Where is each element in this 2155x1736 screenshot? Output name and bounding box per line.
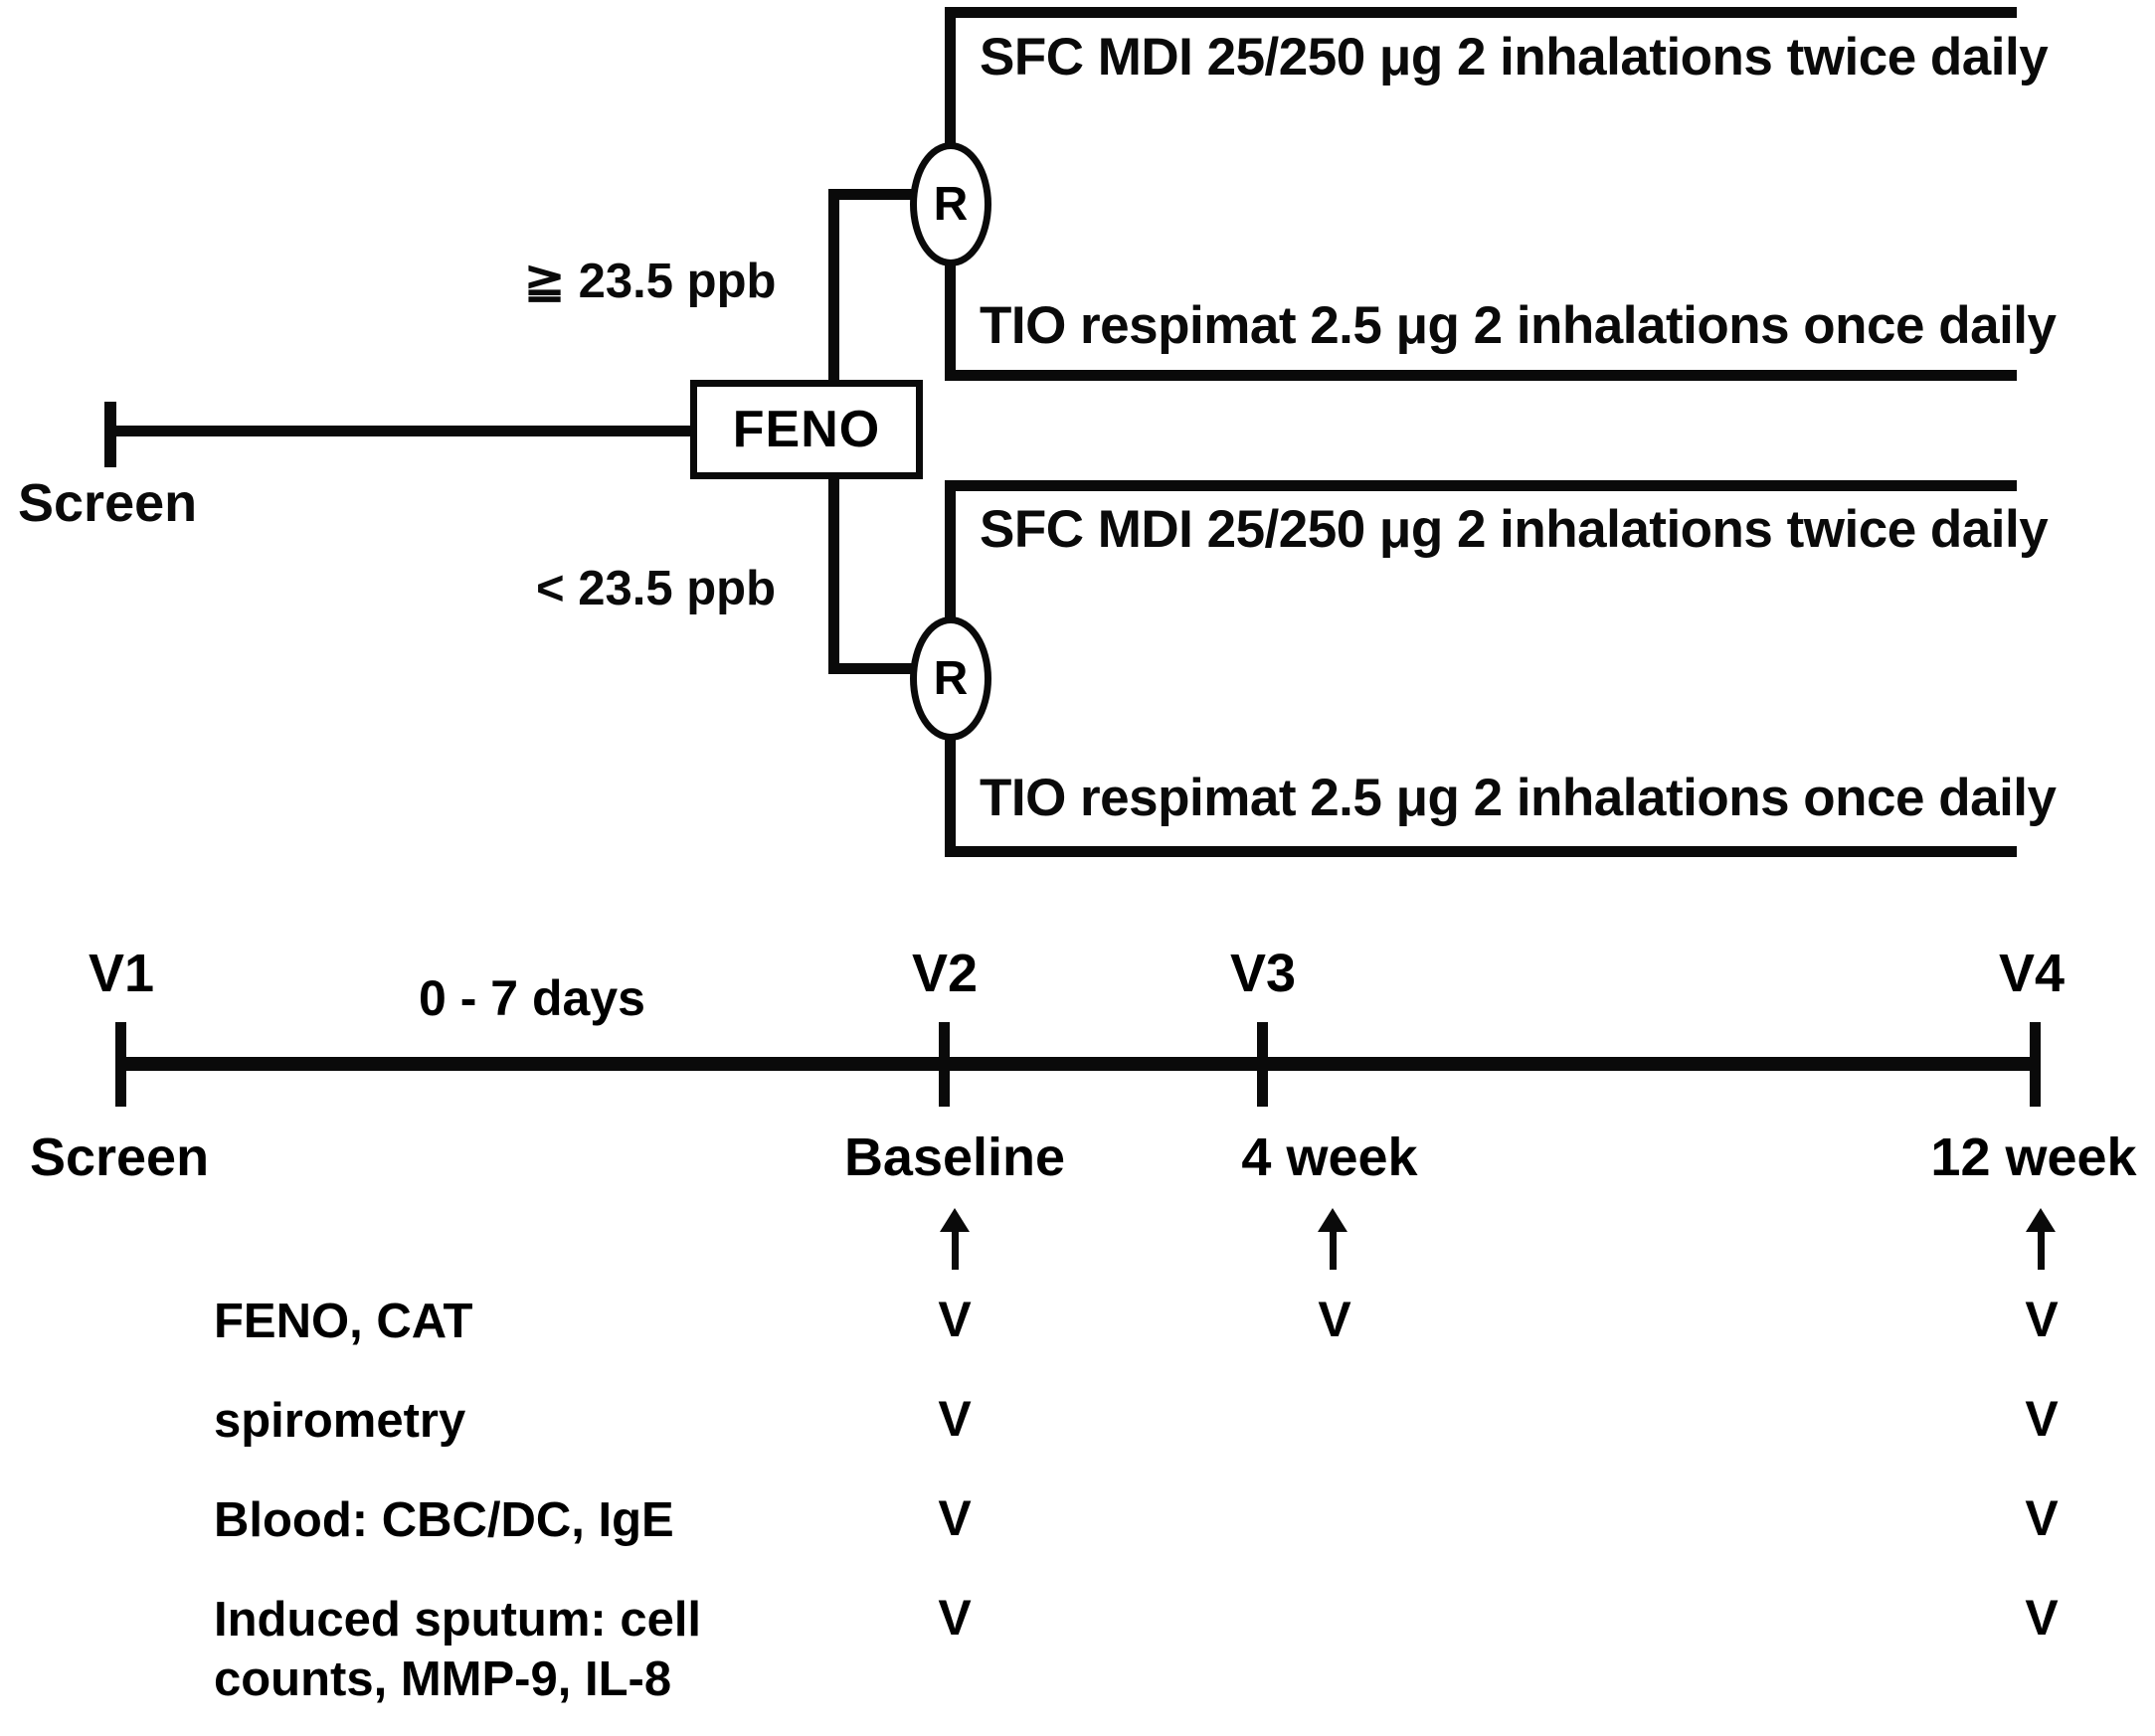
flow-low-arm2-horizontal — [945, 846, 2017, 857]
assessment-check-feno-cat-v4: V — [2025, 1292, 2059, 1347]
flow-low-arm1-vertical — [945, 487, 956, 631]
flow-high-arm2-vertical — [945, 257, 956, 381]
flow-condition-high: ≧ 23.5 ppb — [524, 255, 777, 308]
timeline-tick-v3 — [1257, 1022, 1268, 1107]
timeline-axis — [115, 1057, 2041, 1071]
visit-code-v3: V3 — [1229, 944, 1297, 1003]
flow-branch-high-trunk — [828, 189, 839, 384]
visit-name-v3: 4 week — [1241, 1128, 1418, 1187]
assessment-check-induced-sputum-v4: V — [2025, 1590, 2059, 1646]
assessment-label-blood: Blood: CBC/DC, IgE — [214, 1493, 674, 1547]
timeline-tick-v2 — [939, 1022, 950, 1107]
timeline-tick-v1 — [115, 1022, 126, 1107]
assessment-check-spirometry-v4: V — [2025, 1391, 2059, 1447]
visit-name-v2: Baseline — [843, 1128, 1066, 1187]
flow-branch-low-trunk — [828, 475, 839, 674]
randomization-node-low: R — [910, 616, 991, 741]
flow-high-arm1-label: SFC MDI 25/250 μg 2 inhalations twice da… — [980, 28, 2049, 87]
flow-high-arm1-vertical — [945, 14, 956, 153]
flow-branch-low-connector — [828, 663, 938, 674]
flow-low-arm2-label: TIO respimat 2.5 μg 2 inhalations once d… — [980, 769, 2057, 827]
flow-high-arm1-horizontal — [945, 7, 2017, 18]
assessment-label-induced-sputum: Induced sputum: cell counts, MMP-9, IL-8 — [214, 1593, 702, 1706]
flow-screen-label: Screen — [18, 473, 198, 533]
flow-branch-high-connector — [828, 189, 938, 200]
visit-code-v4: V4 — [1998, 944, 2065, 1003]
randomization-node-high: R — [910, 142, 991, 266]
feno-decision-box: FENO — [690, 380, 923, 479]
assessment-check-feno-cat-v2: V — [938, 1292, 972, 1347]
visit-name-v1: Screen — [29, 1128, 210, 1187]
flow-low-arm1-label: SFC MDI 25/250 μg 2 inhalations twice da… — [980, 500, 2049, 559]
timeline-interval-label: 0 - 7 days — [419, 970, 645, 1026]
visit-code-v2: V2 — [911, 944, 979, 1003]
arrow-shaft — [2038, 1224, 2045, 1270]
assessment-check-blood-v4: V — [2025, 1490, 2059, 1546]
assessment-label-feno-cat: FENO, CAT — [214, 1295, 473, 1348]
timeline-tick-v4 — [2030, 1022, 2041, 1107]
assessment-check-induced-sputum-v2: V — [938, 1590, 972, 1646]
assessment-check-blood-v2: V — [938, 1490, 972, 1546]
flow-screen-line — [104, 426, 693, 436]
flow-high-arm2-horizontal — [945, 370, 2017, 381]
visit-name-v4: 12 week — [1930, 1128, 2137, 1187]
visit-code-v1: V1 — [88, 944, 155, 1003]
arrow-shaft — [1330, 1224, 1337, 1270]
flow-low-arm2-vertical — [945, 731, 956, 857]
flow-low-arm1-horizontal — [945, 480, 2017, 491]
assessment-check-spirometry-v2: V — [938, 1391, 972, 1447]
assessment-check-feno-cat-v3: V — [1318, 1292, 1351, 1347]
flow-condition-low: < 23.5 ppb — [536, 562, 777, 615]
arrow-shaft — [952, 1224, 959, 1270]
assessment-label-spirometry: spirometry — [214, 1394, 466, 1448]
flow-high-arm2-label: TIO respimat 2.5 μg 2 inhalations once d… — [980, 296, 2057, 355]
